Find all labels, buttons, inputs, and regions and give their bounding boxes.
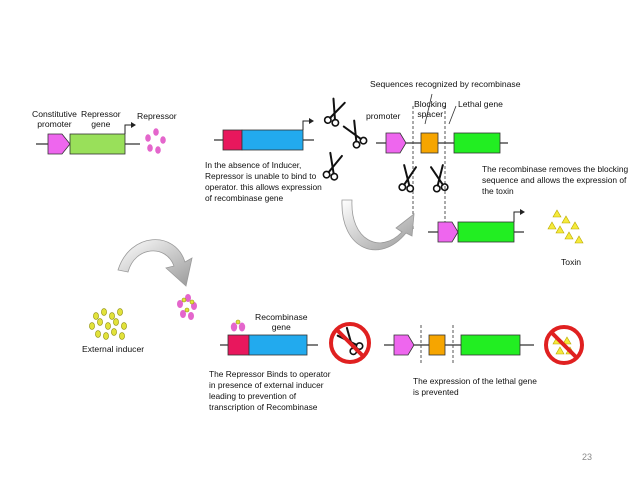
lethal-construct-blocked bbox=[376, 93, 508, 230]
scissors-icon bbox=[322, 97, 347, 128]
blocking-spacer-box bbox=[420, 132, 439, 154]
promoter-box bbox=[385, 132, 407, 154]
scissors-icon bbox=[341, 119, 369, 151]
repressor-gene-label: Repressor gene bbox=[81, 109, 121, 129]
promoter-box bbox=[393, 334, 415, 356]
lethal-gene-label: Lethal gene bbox=[458, 99, 503, 109]
promoter-box bbox=[437, 221, 459, 243]
absence-inducer-text: In the absence of Inducer, Repressor is … bbox=[205, 160, 322, 203]
scissors-icon bbox=[397, 163, 419, 194]
lethal-gene-box bbox=[460, 334, 521, 356]
recombinase-construct-active bbox=[214, 97, 369, 182]
lethal-gene-box bbox=[457, 221, 515, 243]
scissors-icon bbox=[321, 151, 345, 182]
lethal-construct-prevented bbox=[384, 325, 534, 365]
bound-repressor bbox=[230, 319, 246, 332]
curved-arrow bbox=[117, 239, 193, 287]
recombinase-gene-box bbox=[248, 334, 308, 356]
no-scissors-icon bbox=[329, 322, 371, 364]
recombinase-gene-box bbox=[241, 129, 304, 151]
external-inducer-label: External inducer bbox=[82, 344, 145, 354]
constitutive-promoter-box bbox=[47, 133, 71, 155]
repressor-gene-box bbox=[69, 133, 126, 155]
operator-box bbox=[222, 129, 243, 151]
repressor-inducer-complex bbox=[177, 294, 197, 320]
curved-arrow bbox=[341, 199, 415, 251]
recombinase-construct-blocked bbox=[220, 319, 318, 356]
external-inducer-cluster bbox=[89, 308, 127, 340]
repressor-proteins bbox=[145, 128, 166, 154]
constitutive-promoter-label: Constitutive promoter bbox=[32, 109, 77, 129]
scissors-icon bbox=[428, 163, 450, 194]
sequences-recognized-label: Sequences recognized by recombinase bbox=[370, 79, 521, 89]
blocking-spacer-box bbox=[428, 334, 446, 356]
lethal-gene-box bbox=[453, 132, 501, 154]
page-number: 23 bbox=[582, 452, 593, 462]
recombinase-gene-label: Recombinase gene bbox=[255, 312, 308, 332]
lethal-construct-active bbox=[428, 209, 584, 244]
recombinase-removes-text: The recombinase removes the blocking seq… bbox=[482, 164, 629, 196]
toxin-particles bbox=[547, 209, 584, 244]
operator-box bbox=[227, 334, 250, 356]
toxin-label: Toxin bbox=[561, 257, 582, 267]
transcription-arrow bbox=[124, 124, 133, 134]
lethal-prevented-text: The expression of the lethal gene is pre… bbox=[413, 376, 537, 397]
repressor-construct bbox=[36, 122, 166, 155]
promoter-label: promoter bbox=[366, 111, 401, 121]
blocking-spacer-label: Blocking spacer bbox=[414, 99, 447, 119]
repressor-binds-text: The Repressor Binds to operator in prese… bbox=[209, 369, 331, 412]
repressor-label: Repressor bbox=[137, 111, 177, 121]
no-toxin-icon bbox=[544, 325, 584, 365]
